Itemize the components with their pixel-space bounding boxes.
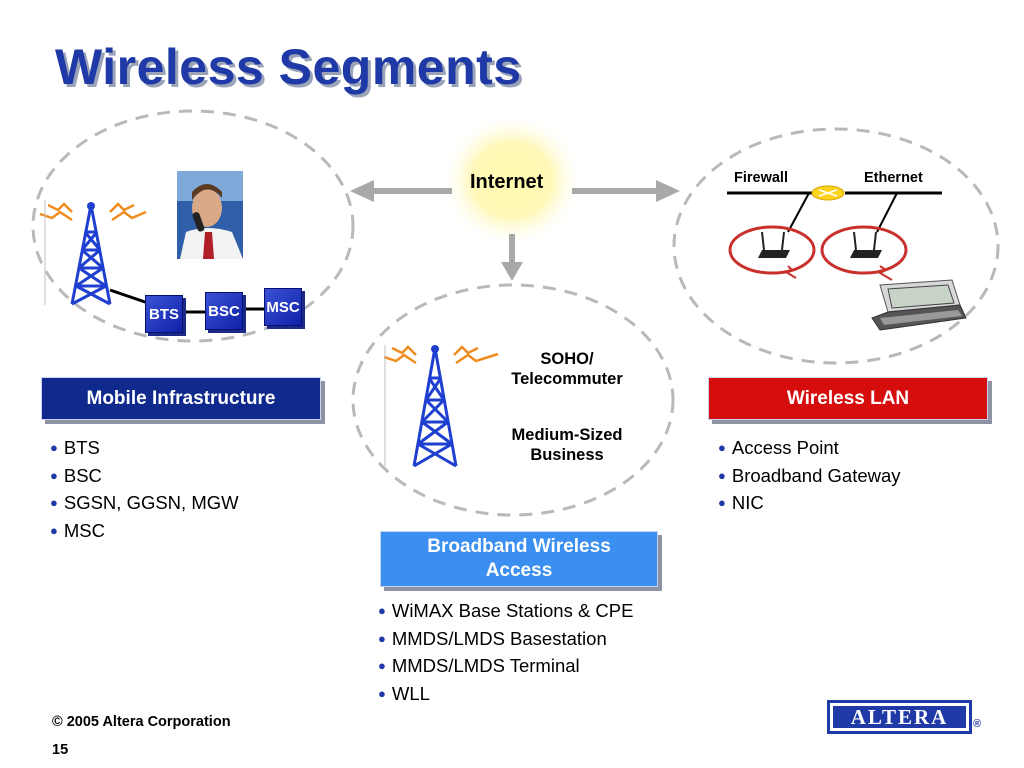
firewall-label: Firewall bbox=[734, 170, 788, 186]
altera-logo bbox=[827, 700, 972, 734]
wireless-lan-box: Wireless LAN bbox=[708, 377, 988, 420]
access-point-icon-2 bbox=[820, 225, 908, 281]
cell-tower-icon bbox=[70, 204, 112, 306]
mobile-infrastructure-box: Mobile Infrastructure bbox=[41, 377, 321, 420]
access-point-icon-1 bbox=[728, 225, 816, 279]
mobile-bullet-list: BTS BSC SGSN, GGSN, MGW MSC bbox=[50, 434, 239, 544]
broadband-wireless-access-label: Broadband Wireless Access bbox=[427, 536, 611, 581]
medium-business-label: Medium-Sized Business bbox=[511, 426, 623, 464]
mobile-segment-ellipse bbox=[31, 109, 355, 343]
broadband-tower-icon bbox=[412, 347, 458, 468]
internet-label: Internet bbox=[470, 171, 544, 193]
page-number: 15 bbox=[52, 742, 69, 758]
broadband-segment-ellipse bbox=[351, 283, 675, 517]
list-item: MMDS/LMDS Terminal bbox=[378, 652, 633, 680]
list-item: MMDS/LMDS Basestation bbox=[378, 625, 633, 653]
arrow-left-to-mobile bbox=[350, 180, 452, 202]
msc-cell: MSC bbox=[264, 288, 302, 326]
radio-wave-icon bbox=[39, 202, 147, 222]
wlan-segment-ellipse bbox=[672, 127, 1000, 365]
arrow-down-to-broadband bbox=[501, 234, 523, 281]
altera-logo-text: ALTERA bbox=[850, 705, 949, 729]
list-item: BTS bbox=[50, 434, 239, 462]
list-item: Broadband Gateway bbox=[718, 462, 901, 490]
broadband-bullet-list: WiMAX Base Stations & CPE MMDS/LMDS Base… bbox=[378, 597, 634, 708]
wlan-bullet-list: Access Point Broadband Gateway NIC bbox=[718, 434, 901, 517]
list-item: WLL bbox=[378, 680, 633, 708]
list-item: MSC bbox=[50, 517, 239, 545]
ethernet-label: Ethernet bbox=[864, 170, 923, 186]
bts-cell: BTS bbox=[145, 295, 183, 333]
firewall-icon bbox=[811, 185, 845, 201]
list-item: SGSN, GGSN, MGW bbox=[50, 489, 239, 517]
bsc-cell: BSC bbox=[205, 292, 243, 330]
list-item: WiMAX Base Stations & CPE bbox=[378, 597, 634, 625]
soho-telecommuter-label: SOHO/ Telecommuter bbox=[511, 350, 623, 388]
mobile-infrastructure-label: Mobile Infrastructure bbox=[86, 387, 276, 409]
registered-mark: ® bbox=[973, 718, 982, 730]
broadband-wireless-access-box: Broadband Wireless Access bbox=[380, 531, 658, 587]
copyright-text: © 2005 Altera Corporation bbox=[52, 714, 231, 730]
list-item: Access Point bbox=[718, 434, 901, 462]
internet-glow bbox=[440, 112, 584, 248]
handheld-pc-icon bbox=[871, 279, 967, 331]
person-on-phone-photo bbox=[177, 171, 243, 259]
arrow-right-to-wlan bbox=[572, 180, 680, 202]
wireless-lan-label: Wireless LAN bbox=[786, 387, 910, 409]
slide-title: Wireless Segments bbox=[55, 39, 522, 95]
list-item: NIC bbox=[718, 489, 901, 517]
list-item: BSC bbox=[50, 462, 239, 490]
